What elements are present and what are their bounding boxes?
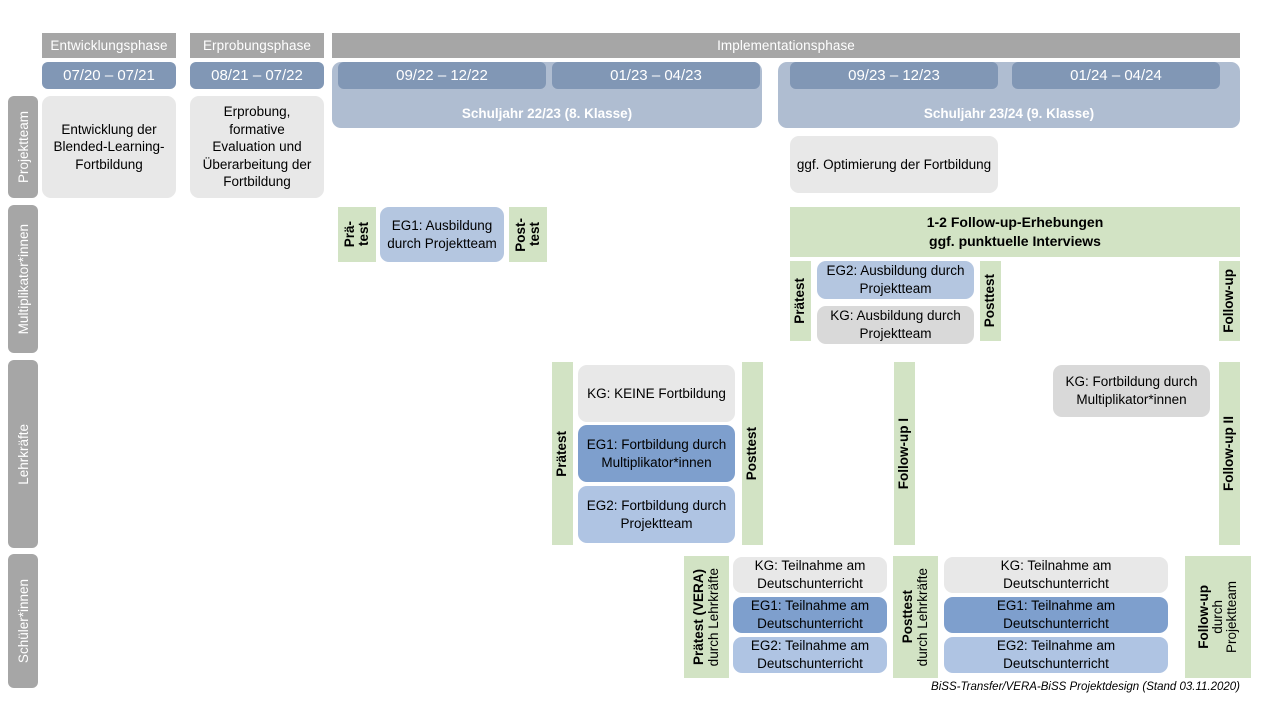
school-year-label: Schuljahr 22/23 (8. Klasse) [461, 106, 633, 121]
card-eg2-fortbildung-projektteam: EG2: Fortbildung durch Projektteam [578, 486, 735, 543]
test-col-praetest-vera-schuelerinnen: Prätest (VERA) durch Lehrkräfte [684, 556, 729, 678]
card-kg-ausbildung-projektteam: KG: Ausbildung durch Projektteam [817, 306, 974, 344]
test-label-sub: durch Lehrkräfte [705, 567, 721, 667]
period-box-0720-0721: 07/20 – 07/21 [42, 62, 176, 89]
phase-band-implementationsphase: Implementationsphase [332, 33, 1240, 58]
test-col-followup-1-lehrkraefte: Follow-up I [894, 362, 915, 545]
card-text: Entwicklung der Blended-Learning-Fortbil… [53, 121, 165, 172]
period-label: 08/21 – 07/22 [211, 67, 303, 84]
test-label-bold: Posttest [900, 590, 916, 644]
role-text: Lehrkräfte [15, 423, 31, 485]
card-text: EG2: Teilnahme am Deutschunterricht [750, 638, 870, 671]
test-col-posttest-multiplikatoren-1: Post- test [509, 207, 547, 262]
card-text: KG: KEINE Fortbildung [587, 385, 726, 401]
card-eg2-teilnahme-deutschunterricht-1: EG2: Teilnahme am Deutschunterricht [733, 637, 887, 673]
period-box-0821-0722: 08/21 – 07/22 [190, 62, 324, 89]
card-text: EG1: Teilnahme am Deutschunterricht [750, 598, 870, 631]
card-text: EG2: Ausbildung durch Projektteam [826, 263, 965, 296]
period-label: 01/24 – 04/24 [1070, 67, 1162, 84]
card-ggf-optimierung: ggf. Optimierung der Fortbildung [790, 136, 998, 193]
test-col-followup-2-lehrkraefte: Follow-up II [1219, 362, 1240, 545]
test-col-followup-multiplikatoren: Follow-up [1219, 261, 1240, 341]
test-label-bold: Follow-up [1195, 585, 1211, 649]
card-kg-teilnahme-deutschunterricht-1: KG: Teilnahme am Deutschunterricht [733, 557, 887, 593]
phase-band-entwicklungsphase: Entwicklungsphase [42, 33, 176, 58]
test-col-praetest-lehrkraefte: Prätest [552, 362, 573, 545]
period-label: 01/23 – 04/23 [610, 67, 702, 84]
test-label-bold: Prätest (VERA) [691, 568, 707, 666]
test-col-praetest-multiplikatoren-2: Prätest [790, 261, 811, 341]
card-eg2-ausbildung-projektteam: EG2: Ausbildung durch Projektteam [817, 261, 974, 299]
test-label-line2: test [527, 222, 542, 247]
test-label-sub-1: durch [1209, 600, 1225, 634]
phase-label: Erprobungsphase [202, 38, 312, 53]
role-label-projektteam: Projektteam [8, 96, 38, 198]
card-text: ggf. Optimierung der Fortbildung [796, 156, 992, 172]
card-kg-keine-fortbildung: KG: KEINE Fortbildung [578, 365, 735, 422]
banner-line-2: ggf. punktuelle Interviews [929, 233, 1101, 249]
test-label: Follow-up II [1221, 416, 1237, 491]
test-label: Prätest [792, 278, 808, 324]
card-text: KG: Fortbildung durch Multiplikator*inne… [1065, 374, 1198, 407]
test-col-posttest-multiplikatoren-2: Posttest [980, 261, 1001, 341]
period-label: 09/22 – 12/22 [396, 67, 488, 84]
card-erprobung-evaluation: Erprobung, formative Evaluation und Über… [190, 96, 324, 198]
test-label-sub-2: Projektteam [1224, 580, 1240, 654]
card-eg1-ausbildung-projektteam: EG1: Ausbildung durch Projektteam [380, 207, 504, 262]
test-label: Prätest [554, 430, 570, 477]
phase-band-erprobungsphase: Erprobungsphase [190, 33, 324, 58]
card-eg2-teilnahme-deutschunterricht-2: EG2: Teilnahme am Deutschunterricht [944, 637, 1168, 673]
period-box-0124-0424: 01/24 – 04/24 [1012, 62, 1220, 89]
card-kg-fortbildung-multiplikatorinnen: KG: Fortbildung durch Multiplikator*inne… [1053, 365, 1210, 417]
card-kg-teilnahme-deutschunterricht-2: KG: Teilnahme am Deutschunterricht [944, 557, 1168, 593]
test-col-praetest-multiplikatoren-1: Prä- test [338, 207, 376, 262]
role-text: Schüler*innen [15, 578, 31, 664]
role-label-schuelerinnen: Schüler*innen [8, 554, 38, 688]
footer-text: BiSS-Transfer/VERA-BiSS Projektdesign (S… [931, 681, 1240, 693]
banner-line-1: 1-2 Follow-up-Erhebungen [926, 213, 1104, 230]
test-label-line1: Prä- [341, 221, 357, 248]
phase-label: Implementationsphase [717, 38, 855, 53]
card-text: KG: Ausbildung durch Projektteam [830, 308, 961, 341]
period-box-0123-0423: 01/23 – 04/23 [552, 62, 760, 89]
phase-label: Entwicklungsphase [50, 38, 168, 53]
card-text: EG1: Teilnahme am Deutschunterricht [996, 598, 1116, 631]
footer-source-note: BiSS-Transfer/VERA-BiSS Projektdesign (S… [830, 681, 1240, 697]
card-entwicklung-fortbildung: Entwicklung der Blended-Learning-Fortbil… [42, 96, 176, 198]
role-label-multiplikatorinnen: Multiplikator*innen [8, 205, 38, 353]
period-label: 09/23 – 12/23 [848, 67, 940, 84]
period-box-0923-1223: 09/23 – 12/23 [790, 62, 998, 89]
test-label: Follow-up [1221, 269, 1237, 333]
test-col-posttest-schuelerinnen: Posttest durch Lehrkräfte [893, 556, 938, 678]
card-eg1-fortbildung-multiplikatorinnen: EG1: Fortbildung durch Multiplikator*inn… [578, 425, 735, 482]
role-label-lehrkraefte: Lehrkräfte [8, 360, 38, 548]
test-col-posttest-lehrkraefte: Posttest [742, 362, 763, 545]
card-text: KG: Teilnahme am Deutschunterricht [754, 558, 866, 591]
card-text: EG2: Teilnahme am Deutschunterricht [996, 638, 1116, 671]
role-text: Projektteam [15, 110, 31, 184]
card-eg1-teilnahme-deutschunterricht-1: EG1: Teilnahme am Deutschunterricht [733, 597, 887, 633]
test-label-line2: test [356, 222, 371, 247]
period-label: 07/20 – 07/21 [63, 67, 155, 84]
test-label: Posttest [744, 426, 760, 481]
card-eg1-teilnahme-deutschunterricht-2: EG1: Teilnahme am Deutschunterricht [944, 597, 1168, 633]
test-label-sub: durch Lehrkräfte [914, 567, 930, 667]
role-text: Multiplikator*innen [15, 223, 31, 335]
test-col-followup-schuelerinnen: Follow-up durch Projektteam [1185, 556, 1251, 678]
test-label-line1: Post- [512, 217, 528, 252]
school-year-label: Schuljahr 23/24 (9. Klasse) [923, 106, 1095, 121]
test-label: Follow-up I [896, 417, 912, 490]
card-text: KG: Teilnahme am Deutschunterricht [1000, 558, 1112, 591]
card-text: EG2: Fortbildung durch Projektteam [586, 497, 727, 531]
card-text: Erprobung, formative Evaluation und Über… [202, 104, 312, 190]
test-label: Posttest [982, 274, 998, 328]
card-text: EG1: Ausbildung durch Projektteam [387, 217, 497, 251]
period-box-0922-1222: 09/22 – 12/22 [338, 62, 546, 89]
card-text: EG1: Fortbildung durch Multiplikator*inn… [586, 436, 727, 470]
banner-follow-up-erhebungen: 1-2 Follow-up-Erhebungen ggf. punktuelle… [790, 207, 1240, 257]
